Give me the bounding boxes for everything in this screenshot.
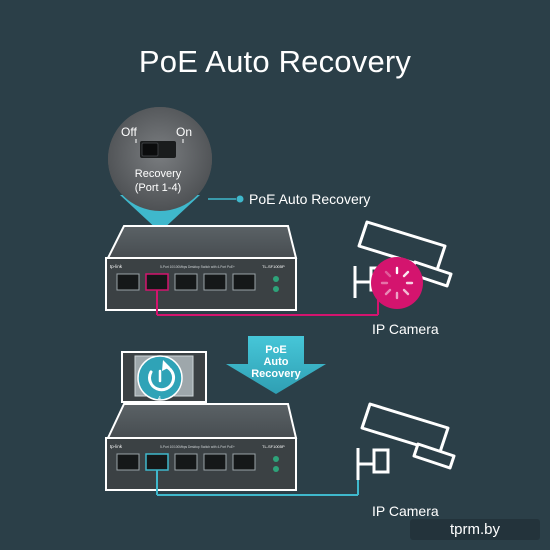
- switch-top-lid: [106, 225, 298, 259]
- recovery-arrow: [226, 336, 326, 394]
- camera-top-label: IP Camera: [372, 321, 439, 337]
- svg-text:tp-link: tp-link: [110, 444, 123, 449]
- arrow-label-line3: Recovery: [251, 368, 301, 380]
- led-power: [273, 276, 279, 282]
- port-3: [174, 273, 198, 291]
- watermark: tprm.by: [410, 519, 540, 540]
- port-recovered: [145, 453, 169, 471]
- port-1: [116, 273, 140, 291]
- svg-text:5-Port 10/100Mbps Desktop Swit: 5-Port 10/100Mbps Desktop Switch with 4-…: [160, 265, 235, 269]
- security-camera-icon: [356, 402, 456, 480]
- svg-text:tp-link: tp-link: [110, 264, 123, 269]
- led-poe: [273, 286, 279, 292]
- svg-text:TL-SF1005P: TL-SF1005P: [262, 444, 285, 449]
- switch-top: tp-link 5-Port 10/100Mbps Desktop Switch…: [105, 225, 379, 316]
- camera-bottom-label: IP Camera: [372, 503, 439, 519]
- switch-bottom: tp-link 5-Port 10/100Mbps Desktop Switch…: [105, 403, 359, 496]
- port-2: [145, 273, 169, 291]
- arrow-label: PoE Auto Recovery: [236, 344, 316, 380]
- toggle-caption-line1: Recovery: [134, 168, 182, 180]
- callout-connector: [208, 195, 244, 203]
- callout-label: PoE Auto Recovery: [249, 191, 371, 207]
- toggle-off-label: Off: [121, 125, 137, 139]
- toggle-caption-line2: (Port 1-4): [134, 182, 182, 194]
- toggle-on-label: On: [176, 125, 193, 139]
- zoom-port-number: 4: [158, 396, 161, 402]
- port-4: [203, 273, 227, 291]
- svg-text:TL-SF1005P: TL-SF1005P: [262, 264, 285, 269]
- toggle-caption: Recovery (Port 1-4): [110, 167, 206, 195]
- svg-text:5-Port 10/100Mbps Desktop Swit: 5-Port 10/100Mbps Desktop Switch with 4-…: [160, 445, 235, 449]
- toggle-lever[interactable]: [141, 142, 159, 157]
- port-5: [232, 273, 256, 291]
- arrow-label-line1: PoE: [265, 344, 287, 356]
- spinner-icon: [371, 257, 423, 309]
- page-title: PoE Auto Recovery: [138, 44, 412, 79]
- arrow-label-line2: Auto: [263, 356, 289, 368]
- toggle-zoom: [108, 107, 212, 232]
